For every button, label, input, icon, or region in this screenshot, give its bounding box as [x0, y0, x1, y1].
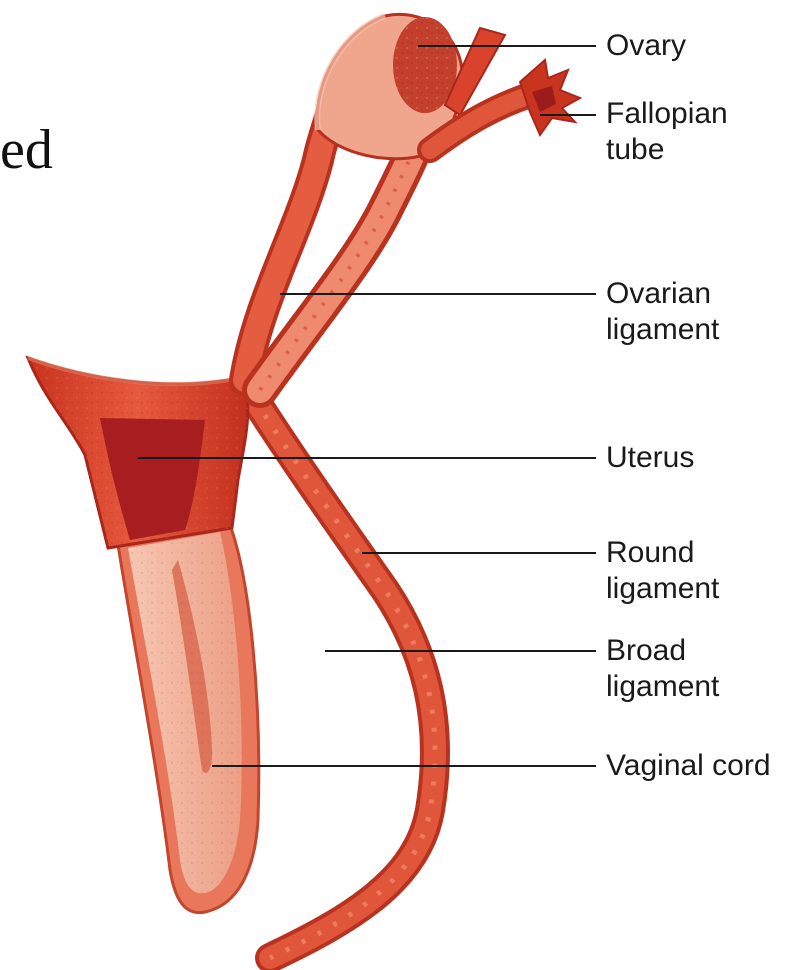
label-ovarian-ligament: Ovarian ligament: [606, 276, 719, 348]
label-broad-ligament: Broad ligament: [606, 633, 719, 705]
round-ligament-shape: [255, 400, 435, 958]
label-fallopian-tube: Fallopian tube: [606, 96, 728, 168]
label-uterus: Uterus: [606, 440, 694, 476]
label-ovary: Ovary: [606, 28, 686, 64]
ovary-shape: [317, 14, 505, 158]
uterus-shape: [28, 358, 248, 548]
vaginal-cord-shape: [118, 525, 259, 913]
cropped-text-fragment: ed: [0, 118, 53, 182]
label-vaginal-cord: Vaginal cord: [606, 748, 771, 784]
label-round-ligament: Round ligament: [606, 535, 719, 607]
